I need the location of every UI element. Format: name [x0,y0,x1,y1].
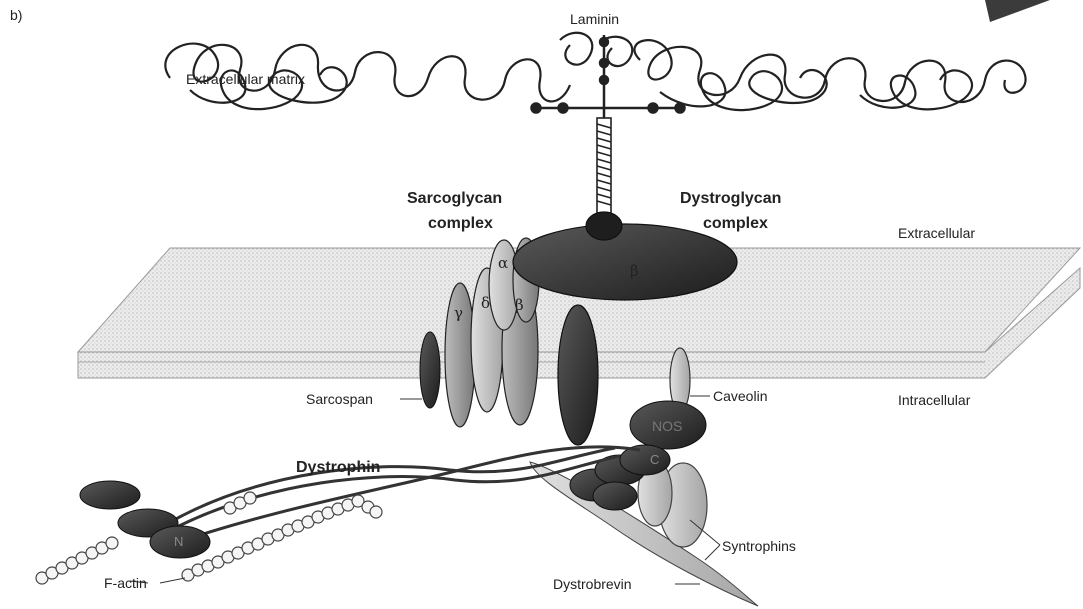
greek-dg-beta: β [630,262,639,280]
dystrobrevin-label: Dystrobrevin [553,576,632,592]
panel-label: b) [10,7,22,23]
greek-beta: β [515,296,524,314]
f-actin-label: F-actin [104,575,147,591]
sarcospan-protein [420,332,440,408]
greek-alpha: α [498,254,508,272]
caveolin-label: Caveolin [713,388,767,404]
nos-label: NOS [652,418,682,434]
f-actin-chain-left [36,492,256,584]
sarcoglycan-label-line2: complex [428,215,493,232]
greek-gamma: γ [454,304,463,322]
laminin-label: Laminin [570,11,619,27]
syntrophins-label: Syntrophins [722,538,796,554]
sarcospan-label: Sarcospan [306,391,373,407]
beta-dystroglycan [558,305,598,445]
dystroglycan-label-line2: complex [703,215,768,232]
extracellular-matrix-label: Extracellular matrix [186,71,305,87]
laminin-stalk [597,118,611,216]
dystrophin-label: Dystrophin [296,459,380,476]
dystroglycan-label-line1: Dystroglycan [680,190,781,207]
greek-delta: δ [481,294,490,312]
corner-triangle [985,0,1050,22]
laminin [532,35,685,118]
alpha-dystroglycan [513,224,737,300]
n-terminus-label: N [174,534,183,549]
intracellular-label: Intracellular [898,392,971,408]
extracellular-label: Extracellular [898,225,975,241]
c-terminus-label: C [650,452,659,467]
dystroglycan-cap [586,212,622,240]
f-actin-chain-right [182,495,382,581]
sarcoglycan-label-line1: Sarcoglycan [407,190,502,207]
